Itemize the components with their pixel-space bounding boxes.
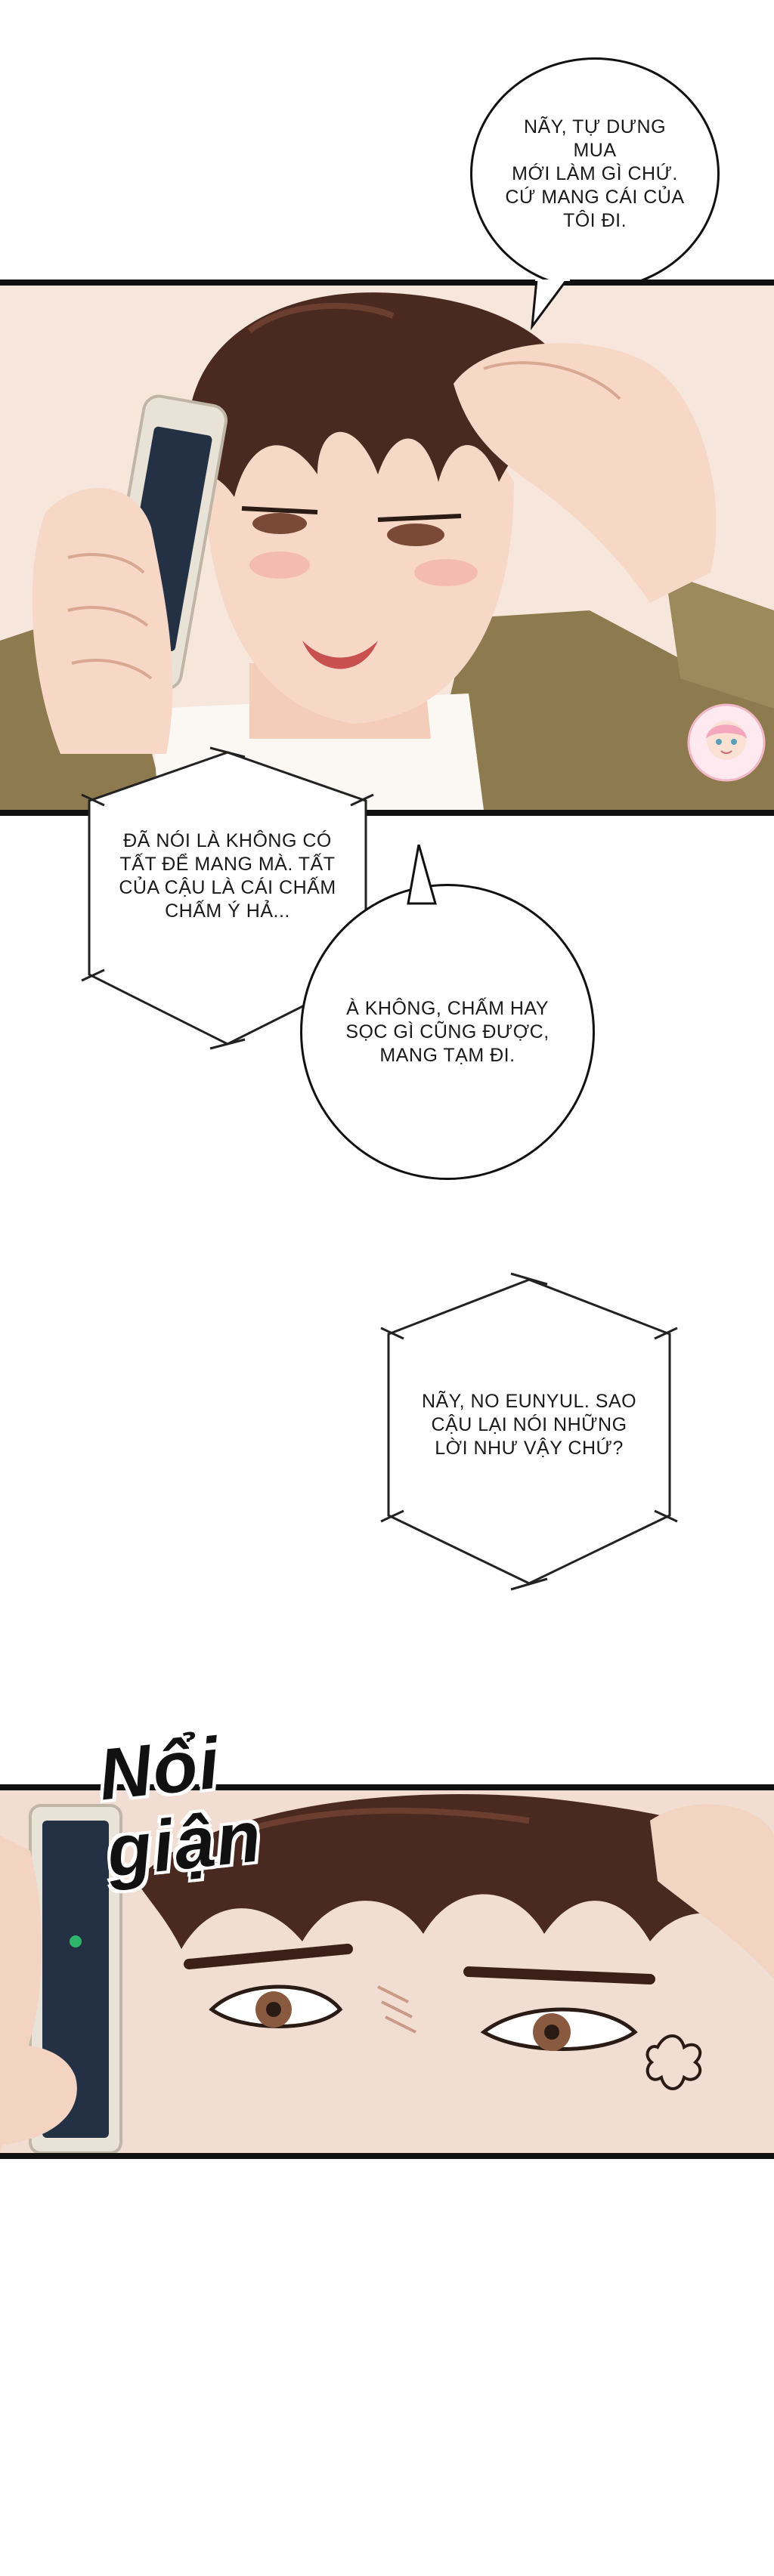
thought-box-2-frame <box>380 1272 678 1591</box>
thought-box-1: Đã nói là không có tất để mang mà. Tất c… <box>81 746 374 1050</box>
panel-phone-call <box>0 280 774 816</box>
panel-angry-closeup-art <box>0 1790 774 2153</box>
thought-box-2: Nãy, No Eunyul. Sao cậu lại nói những lờ… <box>380 1272 678 1591</box>
speech-bubble-1: Nãy, tự dưng mua mới làm gì chứ. Cứ mang… <box>470 57 720 290</box>
thought-box-1-text: Đã nói là không có tất để mang mà. Tất c… <box>119 830 336 922</box>
speech-bubble-1-text: Nãy, tự dưng mua mới làm gì chứ. Cứ mang… <box>505 116 685 231</box>
thought-box-2-text: Nãy, No Eunyul. Sao cậu lại nói những lờ… <box>421 1390 637 1459</box>
panel-angry-closeup <box>0 1784 774 2159</box>
speech-bubble-2-text: À không, chấm hay sọc gì cũng được, mang… <box>345 997 550 1066</box>
speech-bubble-1-tail <box>530 280 570 331</box>
panel-phone-call-art <box>0 286 774 810</box>
speech-bubble-2: À không, chấm hay sọc gì cũng được, mang… <box>300 884 595 1180</box>
speech-bubble-2-tail <box>407 845 437 905</box>
sfx-angry: Nổi giận <box>94 1722 267 1893</box>
watermark-logo <box>687 703 766 782</box>
